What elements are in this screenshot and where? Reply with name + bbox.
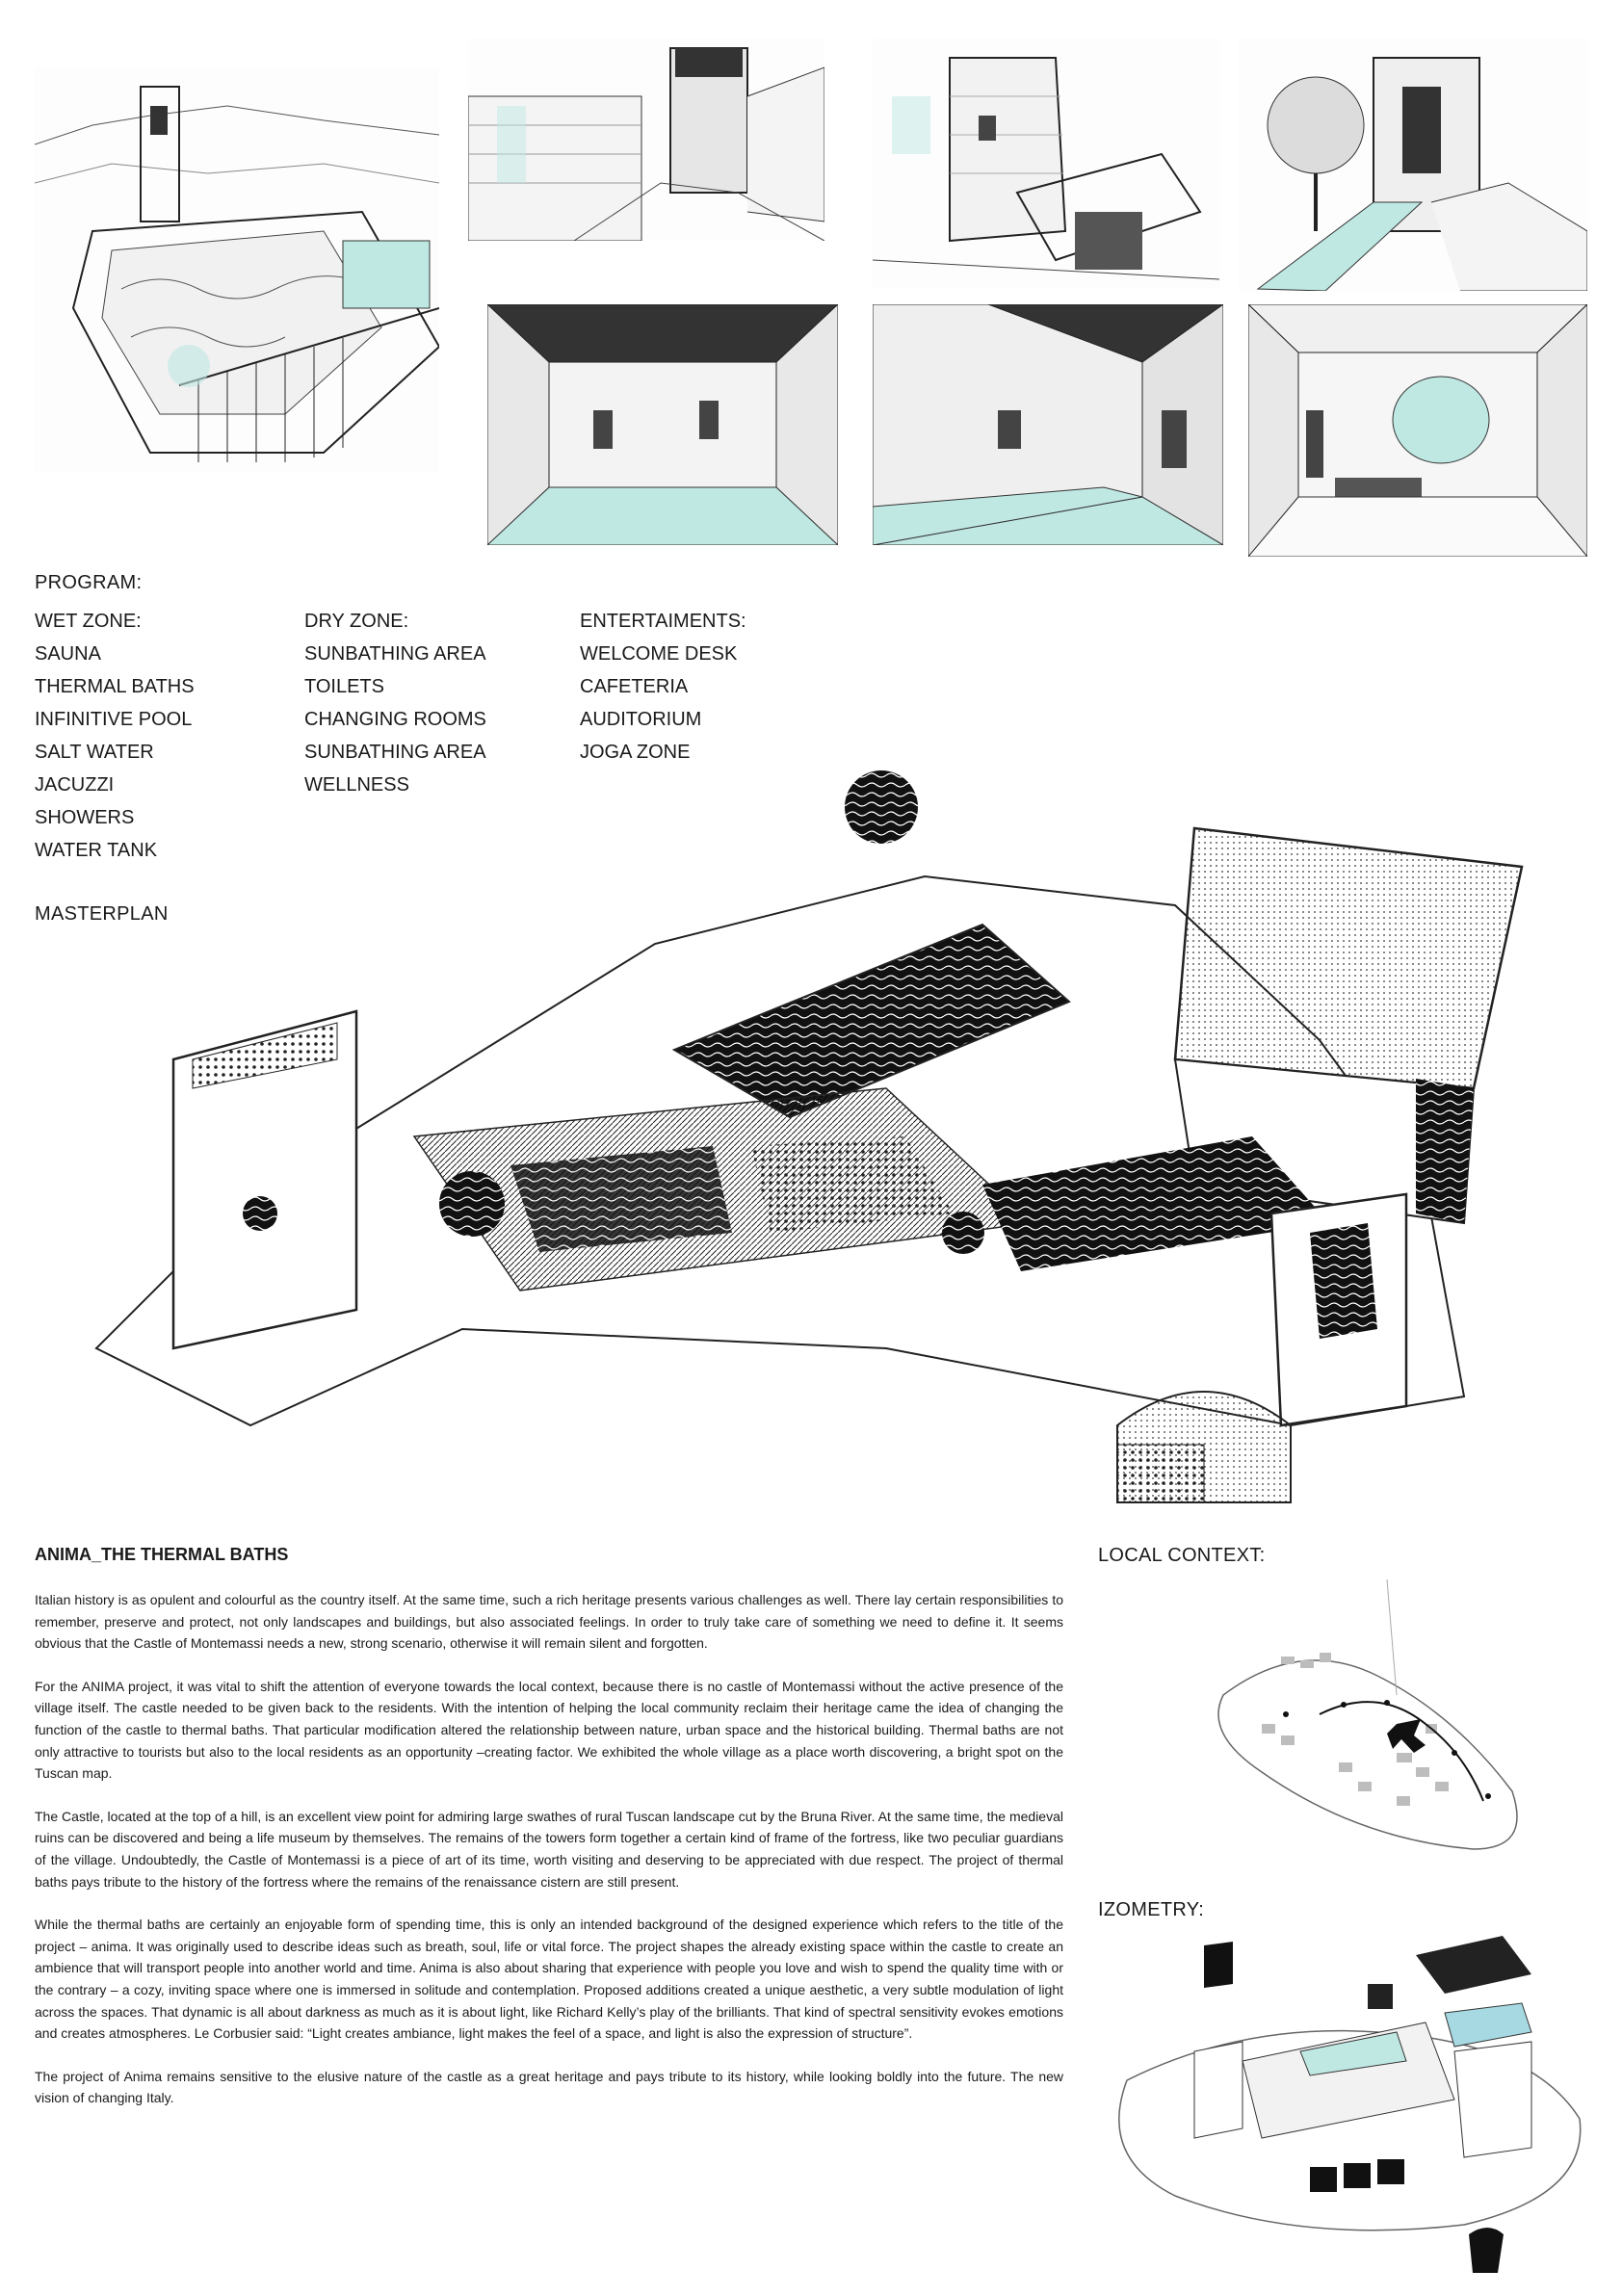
local-context-label: LOCAL CONTEXT: — [1098, 1545, 1266, 1566]
izometry-label: IZOMETRY: — [1098, 1899, 1205, 1920]
entertainments-heading: ENTERTAIMENTS: — [580, 611, 746, 632]
article-paragraph: The Castle, located at the top of a hill… — [35, 1808, 1063, 1890]
dry-zone-item: CHANGING ROOMS — [304, 709, 486, 730]
tower-bridge-sketch — [873, 39, 1219, 289]
article-paragraph: For the ANIMA project, it was vital to s… — [35, 1678, 1063, 1782]
dry-zone-item: WELLNESS — [304, 774, 409, 796]
corner-pool-sketch — [873, 304, 1223, 545]
dry-zone-column: DRY ZONE: SUNBATHING AREA TOILETS CHANGI… — [304, 605, 486, 801]
tower-path-sketch — [468, 39, 824, 241]
wet-zone-item: INFINITIVE POOL — [35, 709, 193, 730]
olive-tree-pool-sketch — [1239, 39, 1587, 291]
wet-zone-item: SAUNA — [35, 643, 101, 665]
local-context-map — [1108, 1560, 1589, 1888]
masterplan-label: MASTERPLAN — [35, 903, 169, 925]
article-paragraph: While the thermal baths are certainly an… — [35, 1917, 1063, 2042]
wet-zone-item: SHOWERS — [35, 807, 135, 828]
dry-zone-heading: DRY ZONE: — [304, 611, 409, 632]
program-title: PROGRAM: — [35, 572, 143, 593]
wet-zone-item: THERMAL BATHS — [35, 676, 195, 697]
entertainments-item: WELCOME DESK — [580, 643, 738, 665]
castle-overview-sketch — [35, 67, 439, 472]
wet-zone-item: WATER TANK — [35, 840, 158, 861]
dry-zone-item: SUNBATHING AREA — [304, 742, 486, 763]
wet-zone-item: SALT WATER — [35, 742, 154, 763]
wet-zone-column: WET ZONE: SAUNA THERMAL BATHS INFINITIVE… — [35, 605, 195, 867]
dry-zone-item: SUNBATHING AREA — [304, 643, 486, 665]
entertainments-item: CAFETERIA — [580, 676, 689, 697]
dry-zone-item: TOILETS — [304, 676, 384, 697]
entertainments-column: ENTERTAIMENTS: WELCOME DESK CAFETERIA AU… — [580, 605, 746, 769]
article-title: ANIMA_THE THERMAL BATHS — [35, 1545, 289, 1564]
wet-zone-item: JACUZZI — [35, 774, 115, 796]
article-paragraph: Italian history is as opulent and colour… — [35, 1592, 1063, 1652]
masterplan-drawing — [58, 770, 1580, 1522]
entertainments-item: AUDITORIUM — [580, 709, 702, 730]
grotto-room-sketch — [1248, 304, 1587, 557]
wet-zone-heading: WET ZONE: — [35, 611, 142, 632]
entertainments-item: JOGA ZONE — [580, 742, 691, 763]
article-body: Italian history is as opulent and colour… — [35, 1589, 1063, 2130]
courtyard-pool-sketch — [487, 304, 838, 545]
izometry-drawing — [1108, 1926, 1589, 2283]
article-paragraph: The project of Anima remains sensitive t… — [35, 2068, 1063, 2106]
